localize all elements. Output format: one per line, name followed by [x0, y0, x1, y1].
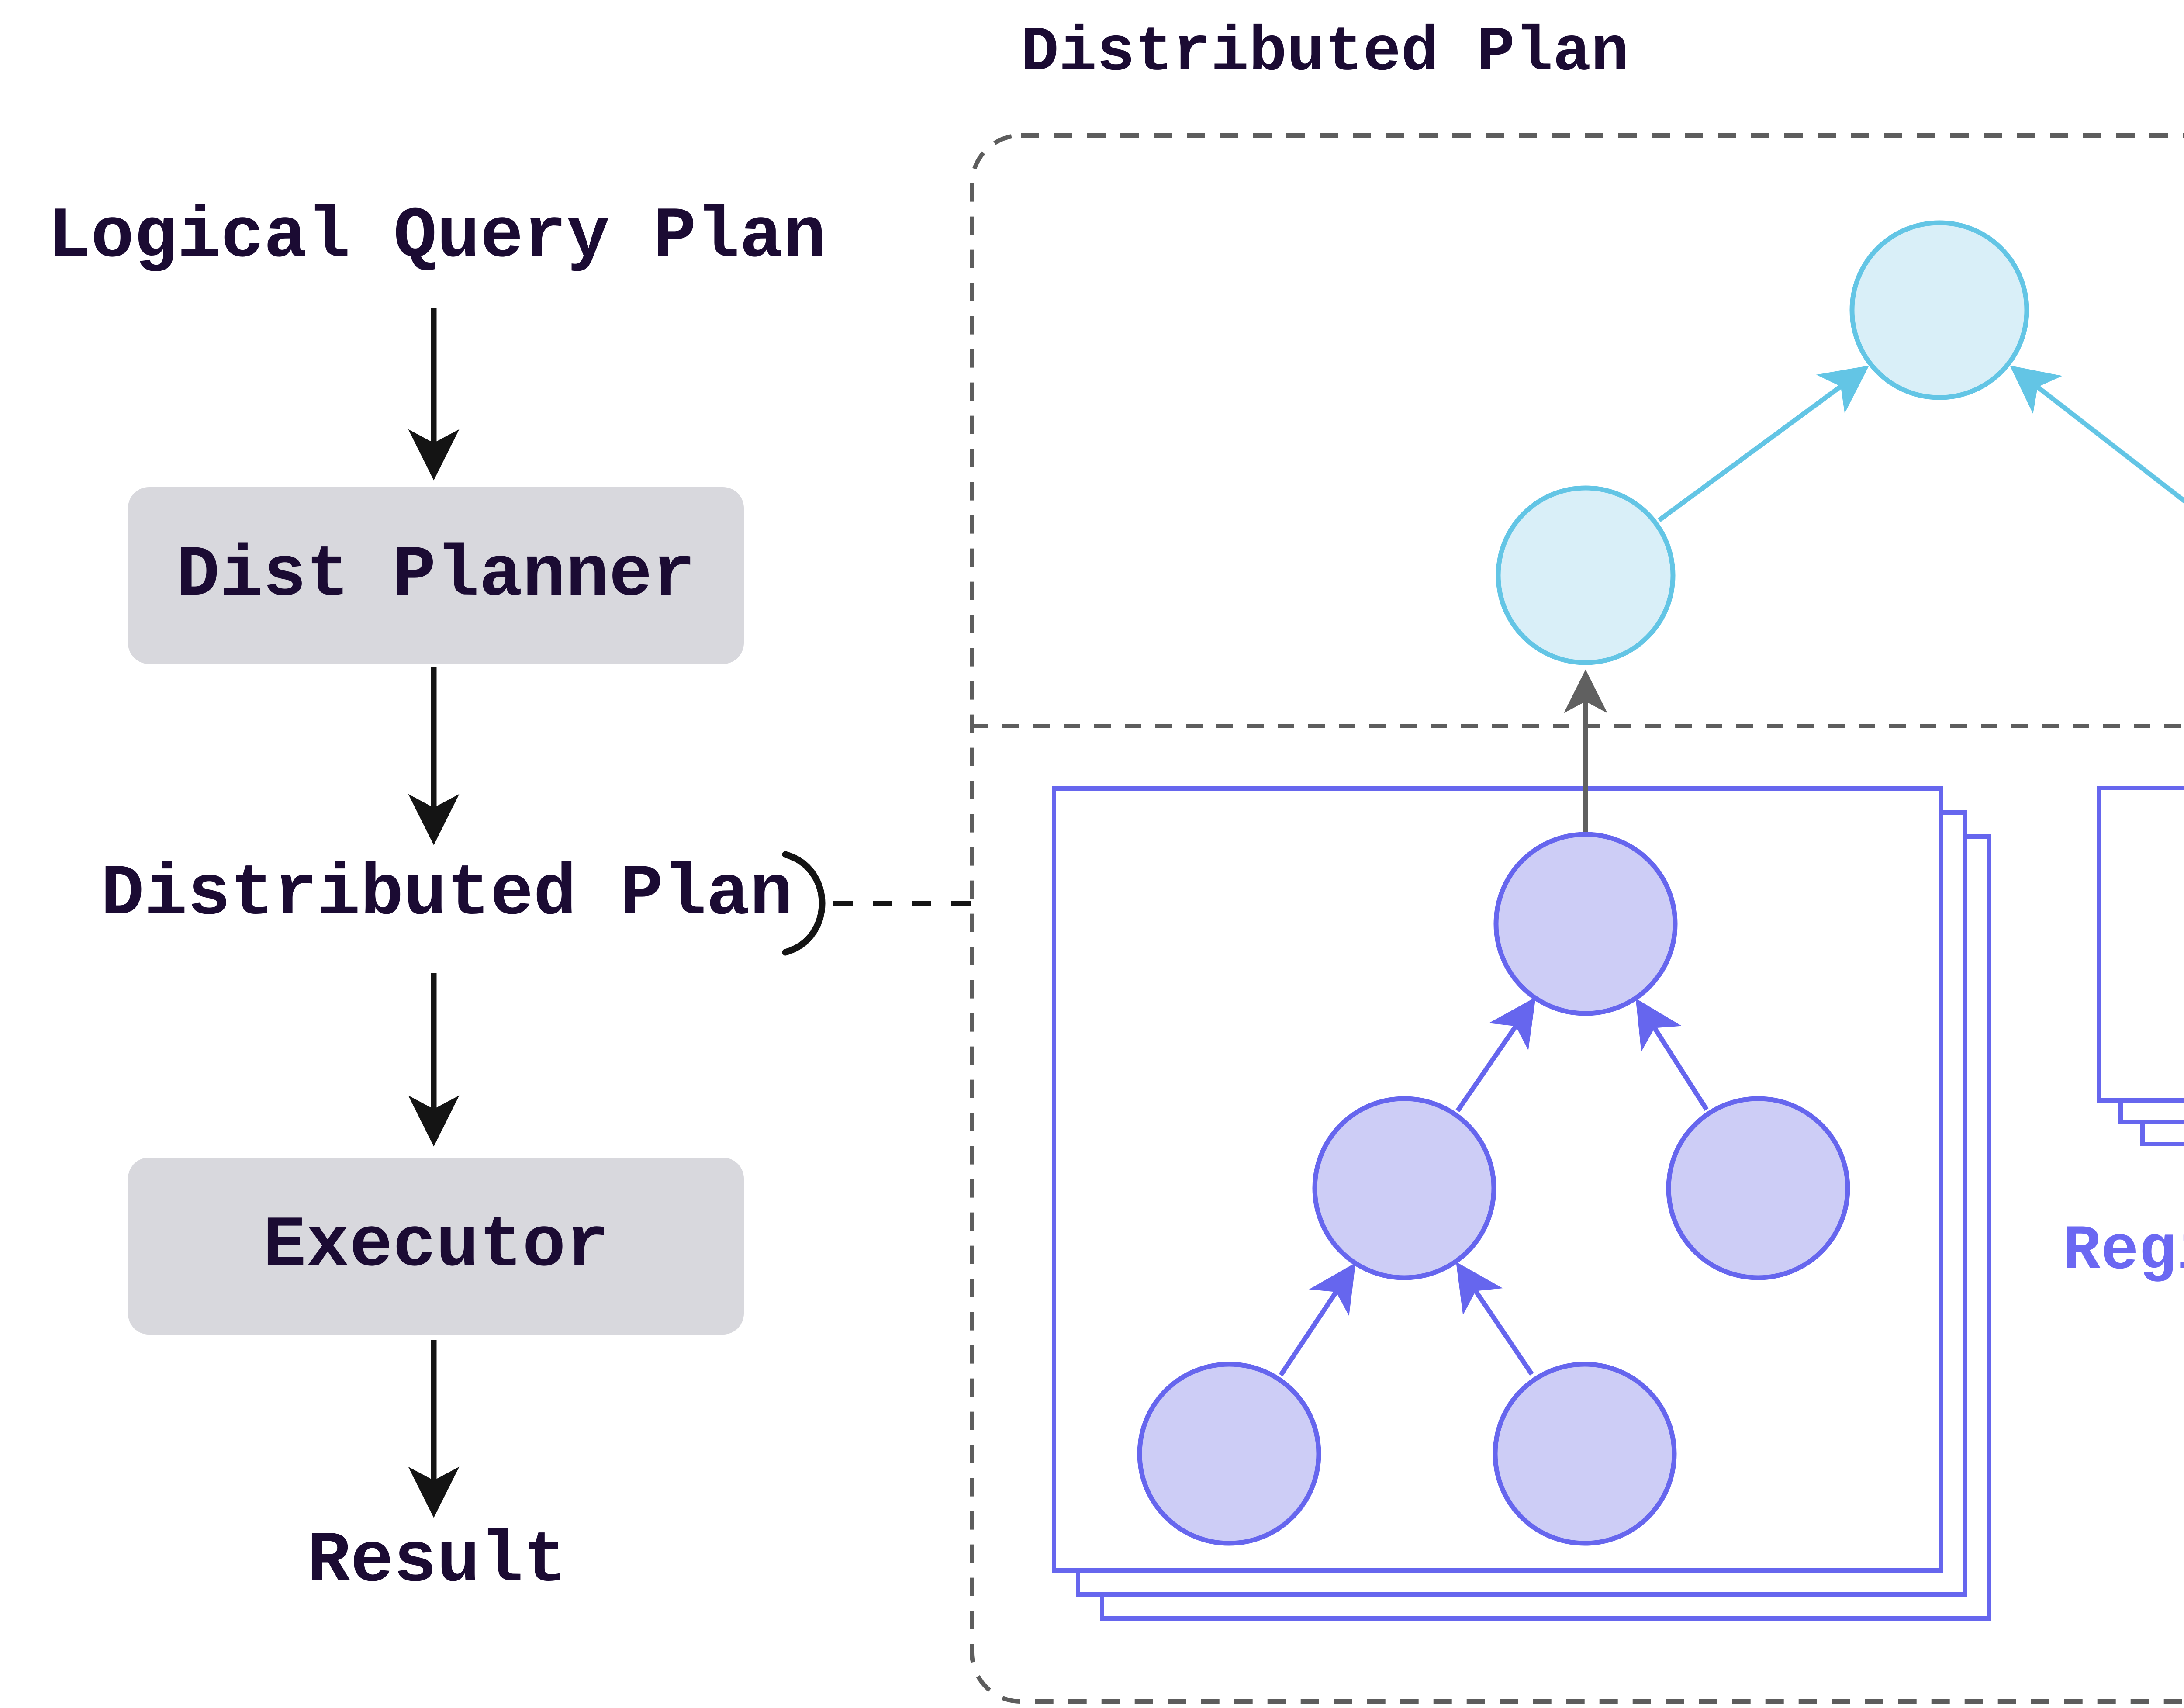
datanode-tree-leaf-right-node	[1493, 1362, 1677, 1546]
datanode-tree-mid-right-node	[1666, 1096, 1850, 1280]
frontend-left-node	[1496, 485, 1676, 665]
frontend-root-node	[1849, 220, 2029, 400]
distributed-plan-panel-title: Distributed Plan	[1021, 17, 1629, 89]
regions-label: Regions	[2063, 1215, 2184, 1287]
distributed-plan-container	[970, 133, 2184, 1704]
distributed-plan-flow-label: Distributed Plan	[100, 854, 793, 935]
arrow-leaf-right-to-mid-left	[1456, 1262, 1534, 1376]
dist-planner-label: Dist Planner	[176, 535, 696, 616]
dist-planner-box: Dist Planner	[128, 487, 744, 664]
executor-box: Executor	[128, 1158, 744, 1335]
result-label: Result	[307, 1521, 567, 1602]
arrow-mid-left-to-root	[1455, 997, 1536, 1113]
arrow-frontend-right-to-root	[2010, 365, 2184, 504]
datanode-tree-leaf-left-node	[1137, 1362, 1321, 1546]
arrow-frontend-left-to-root	[1657, 365, 1870, 522]
datanode-tree-root-node	[1493, 832, 1678, 1016]
arrow-leaf-left-to-mid-left	[1279, 1262, 1356, 1377]
arrow-mid-right-to-root	[1635, 998, 1709, 1111]
datanode-tree-mid-left-node	[1312, 1096, 1496, 1280]
executor-label: Executor	[263, 1205, 609, 1287]
region-stack-right-front	[2097, 786, 2184, 1103]
logical-query-plan-label: Logical Query Plan	[47, 196, 826, 278]
brace-right-icon	[782, 851, 826, 956]
